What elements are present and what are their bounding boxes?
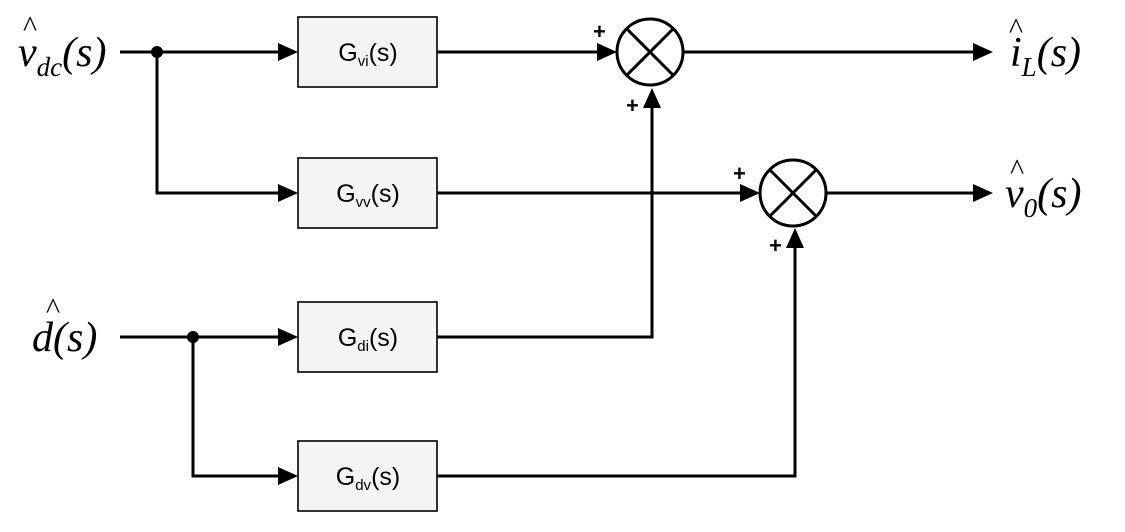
wire-d-branch-to-gdv xyxy=(191,337,282,478)
input-label-vdc: ^ vdc(s) xyxy=(18,10,106,82)
arrowhead-gvi-input xyxy=(278,43,298,61)
sum2-plus-left: + xyxy=(733,161,746,186)
arrowhead-gdv-input xyxy=(278,467,298,485)
summing-junction-1[interactable] xyxy=(615,17,685,87)
arrowhead-sum2-bottom xyxy=(786,228,804,248)
sum1-plus-left: + xyxy=(593,19,606,44)
block-gdv[interactable]: Gdv(s) xyxy=(297,440,438,512)
svg-text:iL(s): iL(s) xyxy=(1010,30,1081,82)
sum1-plus-bottom: + xyxy=(626,93,639,118)
wire-gdi-to-sum1 xyxy=(437,100,654,339)
block-gdi[interactable]: Gdi(s) xyxy=(297,301,438,373)
output-label-iL: ^ iL(s) xyxy=(1009,12,1081,82)
svg-text:Gdv(s): Gdv(s) xyxy=(336,463,400,494)
wire-gdv-to-sum2 xyxy=(437,244,797,478)
arrowhead-sum1-left xyxy=(597,43,617,61)
wire-vdc-branch-to-gvv xyxy=(155,52,282,195)
svg-text:Gvv(s): Gvv(s) xyxy=(336,180,400,211)
arrowhead-gvv-input xyxy=(278,184,298,202)
hat-iL: ^ xyxy=(1009,12,1023,45)
summing-junction-2[interactable] xyxy=(758,158,828,228)
arrowheads xyxy=(278,43,993,485)
hat-v0: ^ xyxy=(1010,153,1024,186)
arrowhead-sum1-bottom xyxy=(643,88,661,108)
hat-vdc: ^ xyxy=(23,10,37,43)
branch-point-vdc xyxy=(151,46,163,58)
arrowhead-sum2-left xyxy=(740,184,760,202)
hat-d: ^ xyxy=(46,292,60,325)
output-label-v0: ^ v0(s) xyxy=(1005,153,1081,223)
svg-text:d(s): d(s) xyxy=(32,315,97,361)
arrowhead-v0-output xyxy=(973,184,993,202)
svg-text:Gdi(s): Gdi(s) xyxy=(338,324,398,355)
block-gvi[interactable]: Gvi(s) xyxy=(297,16,438,88)
block-gvv[interactable]: Gvv(s) xyxy=(297,157,438,229)
branch-point-d xyxy=(187,331,199,343)
sum2-plus-bottom: + xyxy=(769,233,782,258)
svg-text:v0(s): v0(s) xyxy=(1005,171,1081,223)
svg-text:vdc(s): vdc(s) xyxy=(18,30,106,82)
svg-text:Gvi(s): Gvi(s) xyxy=(338,39,397,70)
arrowhead-iL-output xyxy=(973,43,993,61)
arrowhead-gdi-input xyxy=(278,328,298,346)
signal-wires xyxy=(120,50,976,478)
input-label-d: ^ d(s) xyxy=(32,292,97,361)
